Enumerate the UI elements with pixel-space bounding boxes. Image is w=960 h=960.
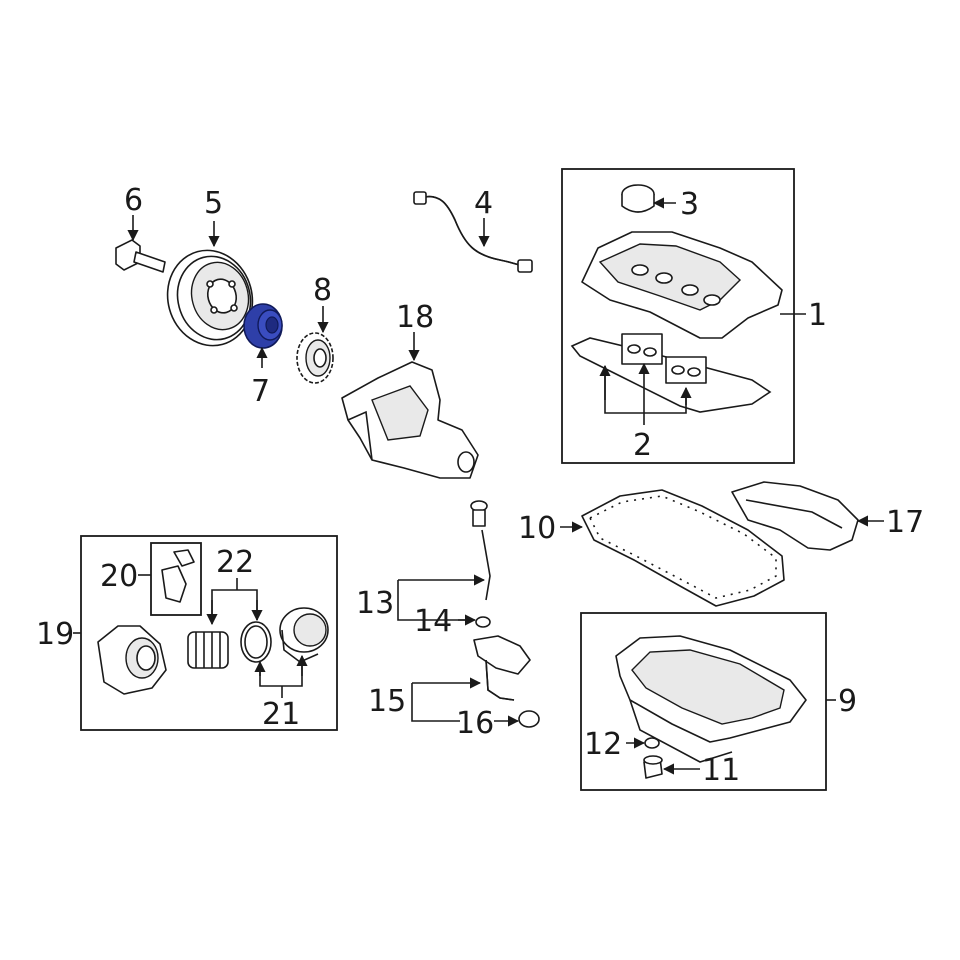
part-12-drain-plug-washer[interactable] [644,737,660,749]
valve-cover-group-box [561,168,795,464]
callout-22: 22 [216,545,254,580]
callout-7: 7 [251,374,270,409]
callout-10: 10 [518,511,556,546]
callout-20: 20 [100,559,138,594]
part-2-valve-cover-gasket[interactable] [570,333,772,413]
part-4-breather-hose[interactable] [413,191,533,273]
part-19-oil-filter-housing[interactable] [97,625,167,695]
callout-2: 2 [633,428,652,463]
callout-5: 5 [204,186,223,221]
part-5-crankshaft-pulley[interactable] [157,241,263,355]
callout-15: 15 [368,684,406,719]
part-13-dipstick[interactable] [470,500,491,601]
part-7-front-crank-seal-highlighted[interactable] [243,303,283,349]
callout-3: 3 [680,187,699,222]
callout-13: 13 [356,586,394,621]
leader-lines [73,197,884,775]
part-16-tube-o-ring[interactable] [518,710,540,728]
callout-labels: 1 2 3 4 5 6 7 8 9 10 11 12 13 14 15 16 1… [36,183,924,788]
callout-4: 4 [474,186,493,221]
part-6-crank-bolt[interactable] [115,239,166,273]
callout-18: 18 [396,300,434,335]
part-14-dipstick-o-ring[interactable] [475,616,491,628]
part-21-oil-filter-cap[interactable] [279,607,329,663]
part-22-oil-filter-element[interactable] [187,631,229,669]
part-10-oil-pan-gasket[interactable] [581,489,785,607]
callout-16: 16 [456,706,494,741]
callout-19: 19 [36,617,74,652]
part-1-valve-cover[interactable] [581,231,783,339]
seal-kit-subbox [150,542,202,616]
part-8-crank-sprocket[interactable] [296,332,334,384]
part-18-timing-cover[interactable] [341,361,479,479]
part-22-filter-o-ring[interactable] [240,621,272,663]
callout-1: 1 [808,298,827,333]
callout-6: 6 [124,183,143,218]
callout-9: 9 [838,684,857,719]
callout-17: 17 [886,505,924,540]
part-15-dipstick-tube[interactable] [473,635,531,701]
part-3-oil-filler-cap[interactable] [621,184,655,213]
callout-8: 8 [313,273,332,308]
oil-pan-group-box [580,612,827,791]
part-9-oil-pan[interactable] [615,635,807,763]
part-20-housing-seal-kit[interactable] [161,549,195,603]
callout-12: 12 [584,727,622,762]
part-17-heat-shield[interactable] [731,481,859,551]
callout-21: 21 [262,697,300,732]
part-11-drain-plug[interactable] [643,755,663,779]
callout-14: 14 [414,604,452,639]
callout-11: 11 [702,753,740,788]
